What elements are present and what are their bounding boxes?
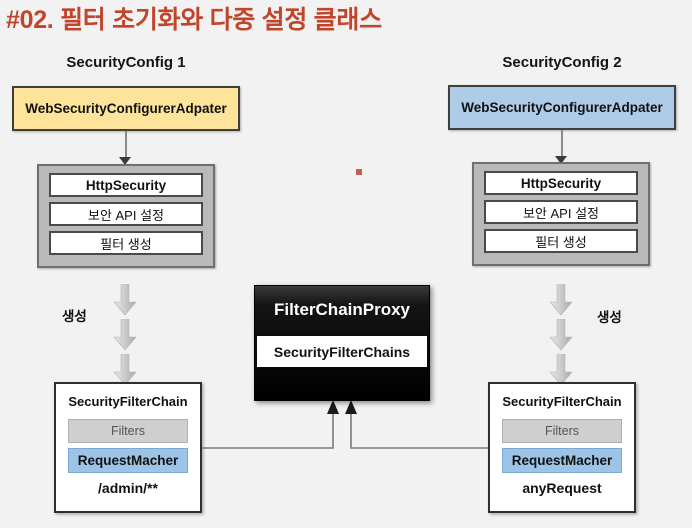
left-security-filter-chain-box: SecurityFilterChain Filters RequestMache… — [54, 382, 202, 513]
right-security-filter-chain-box: SecurityFilterChain Filters RequestMache… — [488, 382, 636, 513]
right-column-heading: SecurityConfig 2 — [502, 54, 622, 71]
left-chain-to-proxy-arrowhead — [327, 400, 339, 414]
right-security-api-row: 보안 API 설정 — [484, 200, 638, 224]
right-block-arrow-2 — [549, 319, 573, 351]
left-adapter-box: WebSecurityConfigurerAdpater — [12, 86, 240, 131]
right-block-arrow-3 — [549, 354, 573, 386]
right-filter-create-row: 필터 생성 — [484, 229, 638, 253]
right-adapter-label: WebSecurityConfigurerAdpater — [461, 100, 663, 115]
right-chain-to-proxy-arrowhead — [345, 400, 357, 414]
left-sfc-pattern: /admin/** — [98, 480, 158, 496]
right-sfc-request-matcher: RequestMacher — [502, 448, 622, 473]
left-adapter-connector-arrow — [119, 157, 131, 165]
left-adapter-connector-line — [125, 131, 127, 159]
right-block-arrow-1 — [549, 284, 573, 316]
left-sfc-filters: Filters — [68, 419, 188, 443]
red-speck-artifact — [356, 169, 362, 175]
left-block-arrow-3 — [113, 354, 137, 386]
page-title: #02. 필터 초기화와 다중 설정 클래스 — [6, 6, 382, 34]
right-adapter-connector-arrow — [555, 156, 567, 164]
left-sfc-request-matcher: RequestMacher — [68, 448, 188, 473]
left-chain-to-proxy-line — [202, 411, 334, 449]
left-column-heading: SecurityConfig 1 — [66, 54, 186, 71]
left-block-arrow-2 — [113, 319, 137, 351]
left-security-api-row: 보안 API 설정 — [49, 202, 203, 226]
right-sfc-pattern: anyRequest — [522, 480, 602, 496]
left-filter-create-row: 필터 생성 — [49, 231, 203, 255]
right-sfc-filters: Filters — [502, 419, 622, 443]
right-adapter-box: WebSecurityConfigurerAdpater — [448, 85, 676, 130]
right-sfc-title: SecurityFilterChain — [502, 394, 622, 409]
left-httpsecurity-row: HttpSecurity — [49, 173, 203, 197]
left-create-label: 생성 — [62, 309, 87, 324]
security-filter-chains-box: SecurityFilterChains — [257, 336, 427, 367]
right-httpsecurity-row: HttpSecurity — [484, 171, 638, 195]
left-block-arrow-1 — [113, 284, 137, 316]
filter-chain-proxy-box: FilterChainProxy SecurityFilterChains — [254, 285, 430, 401]
right-httpsecurity-group: HttpSecurity 보안 API 설정 필터 생성 — [472, 162, 650, 266]
right-create-label: 생성 — [597, 310, 622, 325]
left-httpsecurity-group: HttpSecurity 보안 API 설정 필터 생성 — [37, 164, 215, 268]
right-chain-to-proxy-line — [350, 411, 488, 449]
filter-chain-proxy-title: FilterChainProxy — [273, 300, 411, 319]
left-adapter-label: WebSecurityConfigurerAdpater — [25, 101, 227, 116]
left-sfc-title: SecurityFilterChain — [68, 394, 188, 409]
right-adapter-connector-line — [561, 130, 563, 158]
